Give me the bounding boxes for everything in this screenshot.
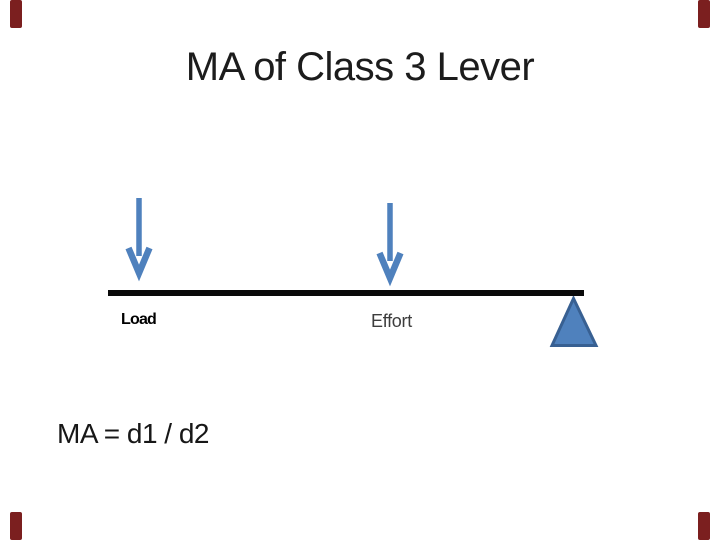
corner-accent-top-right (698, 0, 710, 28)
corner-accent-top-left (10, 0, 22, 28)
corner-accent-bottom-right (698, 512, 710, 540)
slide-title: MA of Class 3 Lever (185, 45, 535, 89)
lever-beam-line (108, 290, 584, 296)
load-label: Load (121, 311, 157, 328)
fulcrum-triangle-icon (549, 296, 599, 347)
ma-formula-text: MA = d1 / d2 (57, 418, 210, 449)
effort-label: Effort (371, 311, 412, 331)
load-down-arrow-icon (125, 198, 153, 282)
effort-down-arrow-icon (376, 203, 404, 287)
corner-accent-bottom-left (10, 512, 22, 540)
